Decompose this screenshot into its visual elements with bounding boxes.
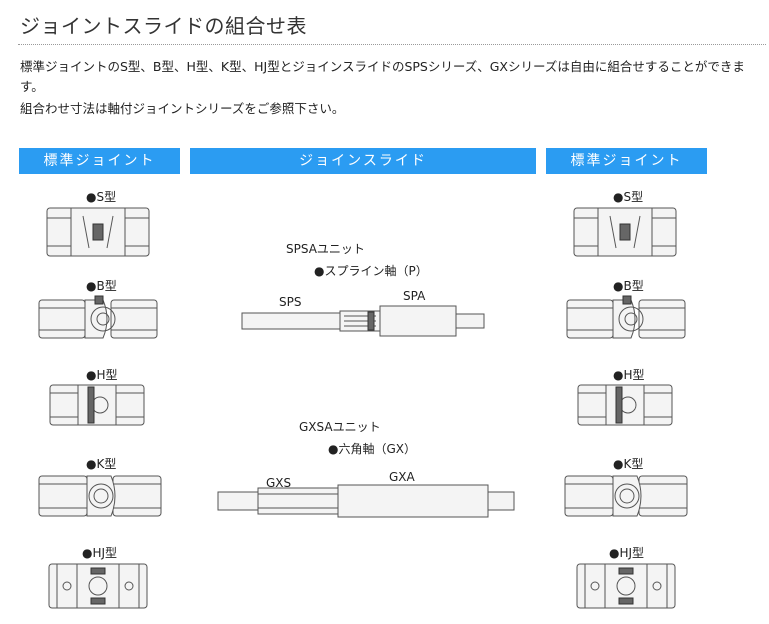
k-type-joint-image — [38, 475, 162, 517]
gx-unit-label: GXSAユニット — [299, 420, 381, 434]
page-title: ジョイントスライドの組合せ表 — [20, 14, 307, 38]
joint-label-h-left: ●H型 — [86, 368, 118, 382]
k-type-joint-image-right — [564, 475, 688, 517]
sps-shaft-label: ●スプライン軸（P） — [314, 264, 428, 278]
sps-unit-label: SPSAユニット — [286, 242, 365, 256]
joint-label-k-right: ●K型 — [613, 457, 644, 471]
description-line-1: 標準ジョイントのS型、B型、H型、K型、HJ型とジョインスライドのSPSシリーズ… — [20, 59, 745, 74]
description-line-2: す。 — [20, 79, 44, 94]
joint-label-hj-left: ●HJ型 — [82, 546, 118, 560]
spsa-unit-image — [241, 305, 485, 337]
header-join-slide: ジョインスライド — [190, 148, 536, 174]
header-standard-joint-left: 標準ジョイント — [19, 148, 180, 174]
joint-label-k-left: ●K型 — [86, 457, 117, 471]
h-type-joint-image — [49, 384, 145, 426]
gx-shaft-label: ●六角軸（GX） — [328, 442, 416, 456]
hj-type-joint-image — [48, 563, 148, 609]
joint-label-b-left: ●B型 — [86, 279, 117, 293]
hj-type-joint-image-right — [576, 563, 676, 609]
joint-label-s-right: ●S型 — [613, 190, 644, 204]
sps-part-label: SPS — [279, 295, 302, 309]
gxs-part-label: GXS — [266, 476, 292, 490]
description-line-3: 組合わせ寸法は軸付ジョイントシリーズをご参照下さい。 — [20, 101, 345, 116]
b-type-joint-image-right — [566, 295, 686, 339]
gxa-part-label: GXA — [389, 470, 415, 484]
joint-label-b-right: ●B型 — [613, 279, 644, 293]
joint-label-h-right: ●H型 — [613, 368, 645, 382]
gxsa-unit-image — [217, 484, 515, 518]
s-type-joint-image-right — [573, 207, 677, 257]
title-divider — [18, 44, 766, 45]
joint-label-hj-right: ●HJ型 — [609, 546, 645, 560]
spa-part-label: SPA — [403, 289, 426, 303]
header-standard-joint-right: 標準ジョイント — [546, 148, 707, 174]
s-type-joint-image — [46, 207, 150, 257]
b-type-joint-image — [38, 295, 158, 339]
h-type-joint-image-right — [577, 384, 673, 426]
joint-label-s-left: ●S型 — [86, 190, 117, 204]
